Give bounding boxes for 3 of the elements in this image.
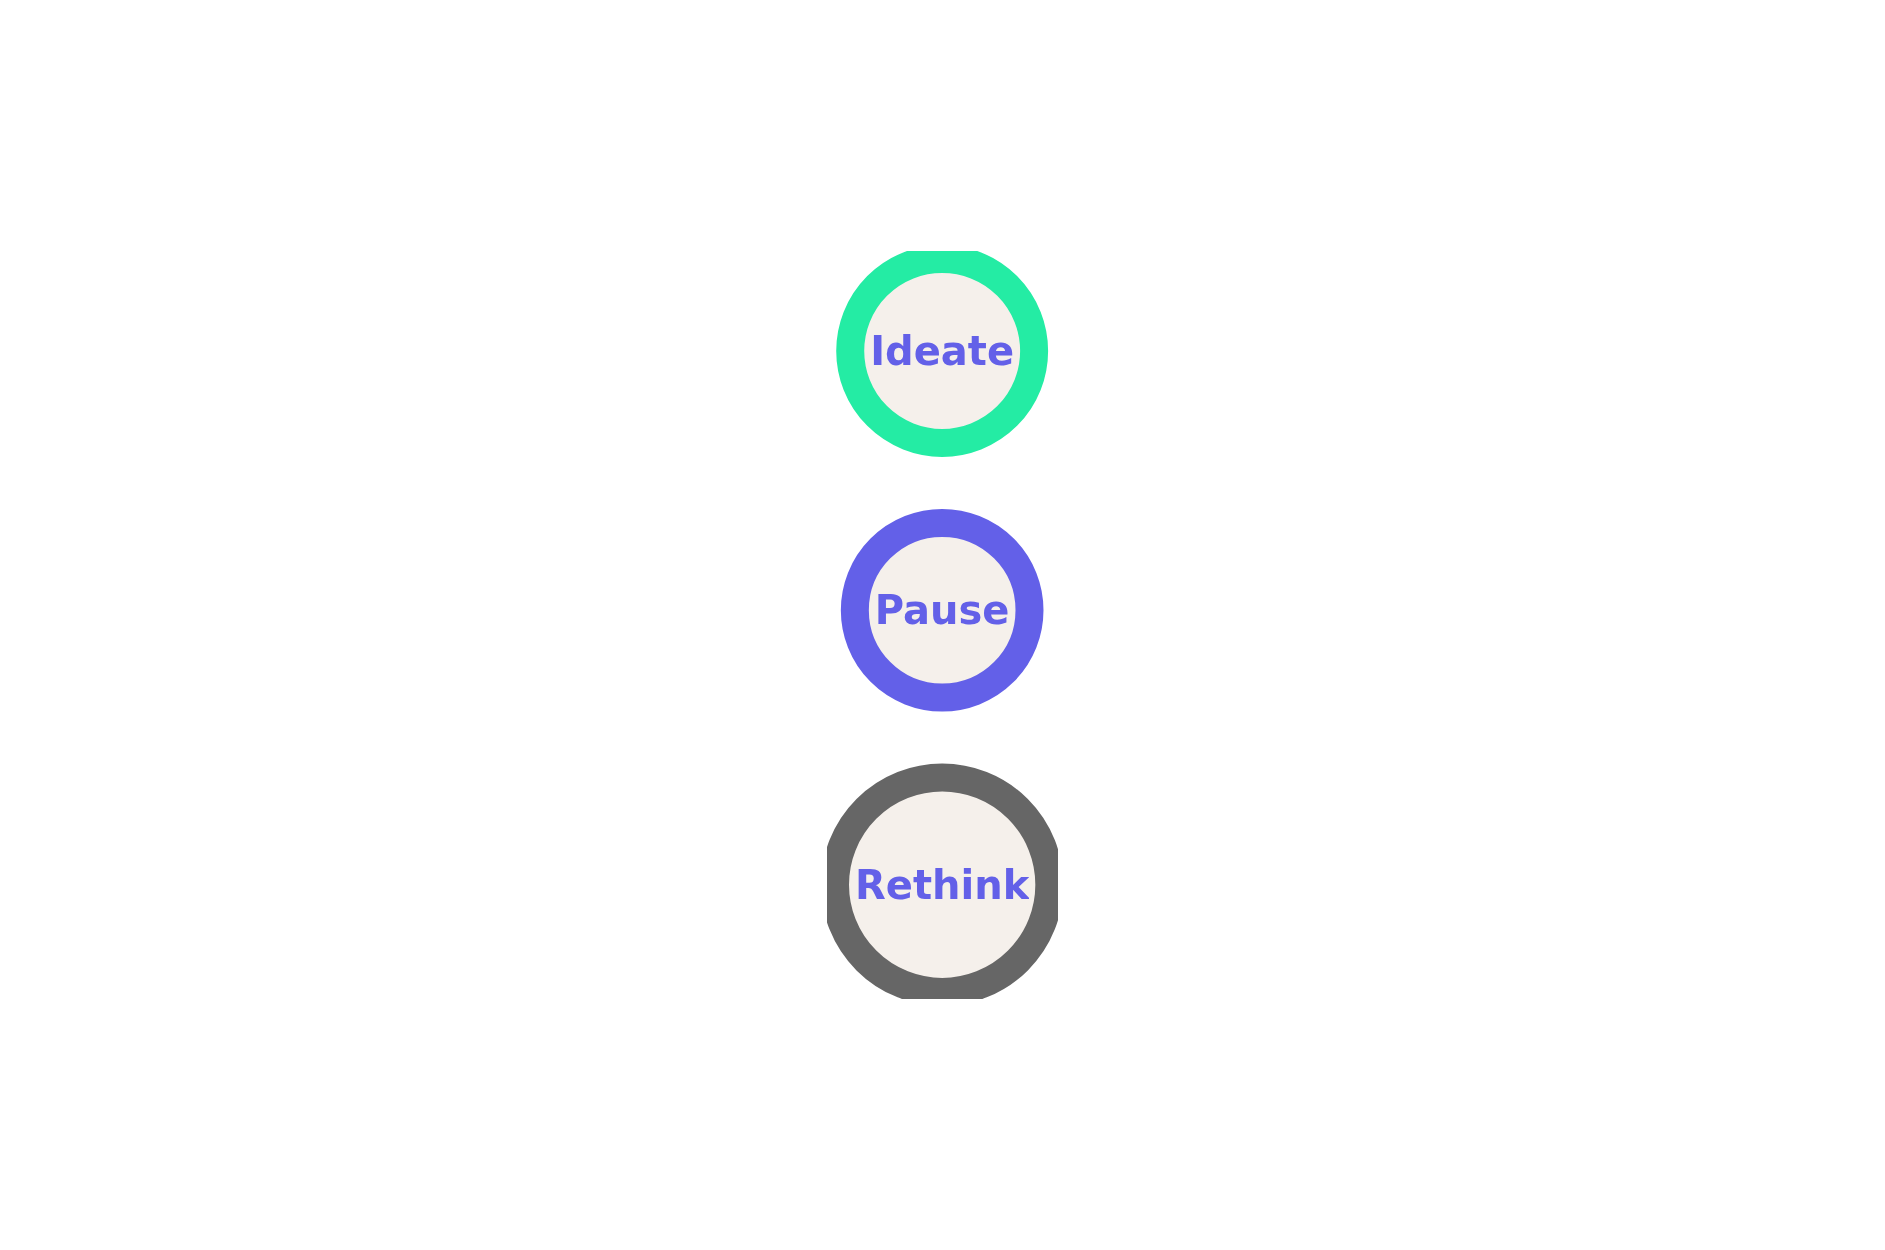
node-circle: Pause [841,508,1044,712]
node-circle: Rethink [827,763,1058,1000]
node-circle: Ideate [836,250,1049,457]
